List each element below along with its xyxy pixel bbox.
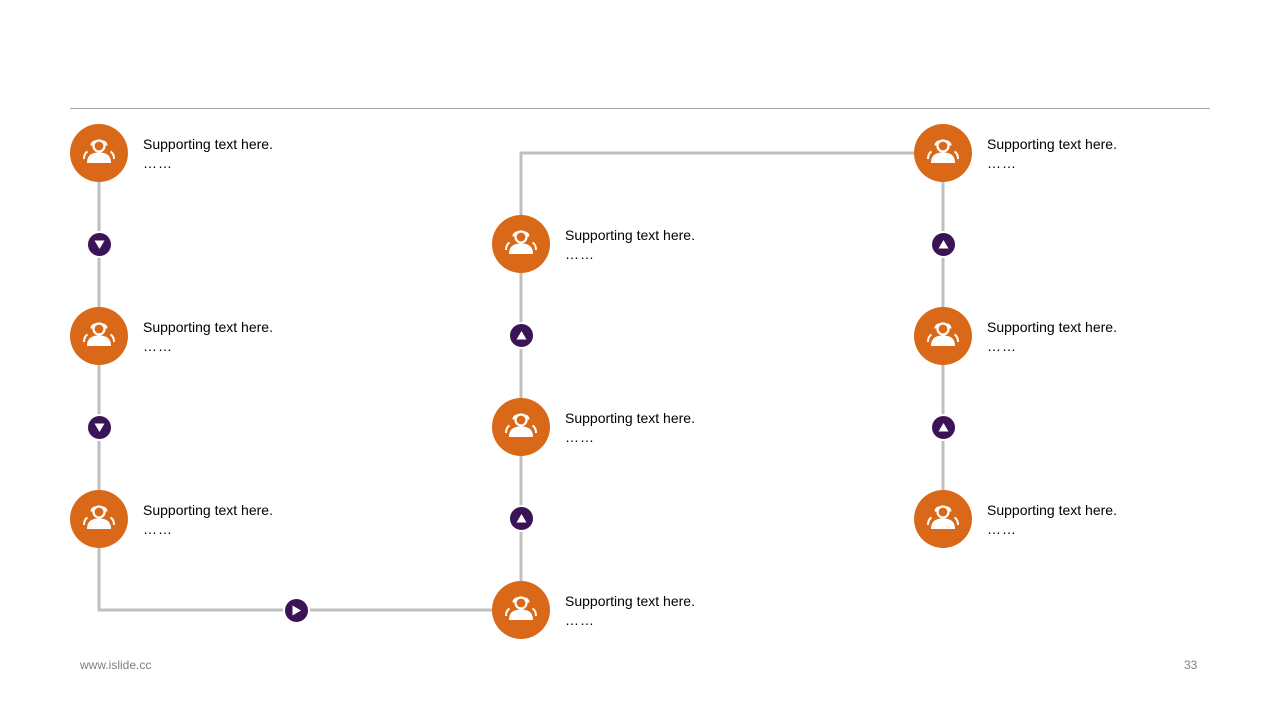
node-label-2: Supporting text here. …… [143, 318, 273, 356]
connector-left [97, 153, 521, 612]
arrow-up-icon [930, 414, 957, 441]
header-rule [70, 108, 1210, 109]
people-icon [927, 505, 959, 529]
node-7 [914, 124, 972, 182]
arrow-right-icon [283, 597, 310, 624]
node-2 [70, 307, 128, 365]
node-text: Supporting text here. [565, 410, 695, 426]
node-dots: …… [987, 338, 1017, 354]
node-text: Supporting text here. [987, 502, 1117, 518]
footer-website: www.islide.cc [80, 658, 152, 672]
people-icon [83, 139, 115, 163]
node-6 [492, 215, 550, 273]
node-label-6: Supporting text here. …… [565, 226, 695, 264]
node-1 [70, 124, 128, 182]
arrow-down-icon [86, 231, 113, 258]
people-icon [505, 413, 537, 437]
people-icon [83, 322, 115, 346]
node-text: Supporting text here. [987, 136, 1117, 152]
node-dots: …… [565, 246, 595, 262]
arrow-up-icon [508, 322, 535, 349]
people-icon [927, 322, 959, 346]
people-icon [83, 505, 115, 529]
node-text: Supporting text here. [143, 502, 273, 518]
node-dots: …… [143, 521, 173, 537]
node-text: Supporting text here. [987, 319, 1117, 335]
node-label-8: Supporting text here. …… [987, 318, 1117, 356]
node-dots: …… [987, 155, 1017, 171]
node-label-7: Supporting text here. …… [987, 135, 1117, 173]
arrow-down-icon [86, 414, 113, 441]
node-5 [492, 398, 550, 456]
node-label-4: Supporting text here. …… [565, 592, 695, 630]
node-label-9: Supporting text here. …… [987, 501, 1117, 539]
node-text: Supporting text here. [143, 136, 273, 152]
people-icon [505, 230, 537, 254]
node-9 [914, 490, 972, 548]
node-dots: …… [143, 338, 173, 354]
node-label-3: Supporting text here. …… [143, 501, 273, 539]
node-text: Supporting text here. [565, 593, 695, 609]
arrow-up-icon [508, 505, 535, 532]
node-text: Supporting text here. [143, 319, 273, 335]
people-icon [927, 139, 959, 163]
node-dots: …… [565, 612, 595, 628]
node-8 [914, 307, 972, 365]
node-dots: …… [143, 155, 173, 171]
node-label-1: Supporting text here. …… [143, 135, 273, 173]
node-label-5: Supporting text here. …… [565, 409, 695, 447]
people-icon [505, 596, 537, 620]
node-text: Supporting text here. [565, 227, 695, 243]
page-number: 33 [1184, 658, 1198, 672]
arrow-up-icon [930, 231, 957, 258]
node-3 [70, 490, 128, 548]
node-4 [492, 581, 550, 639]
node-dots: …… [987, 521, 1017, 537]
connector-middle [519, 151, 943, 610]
node-dots: …… [565, 429, 595, 445]
